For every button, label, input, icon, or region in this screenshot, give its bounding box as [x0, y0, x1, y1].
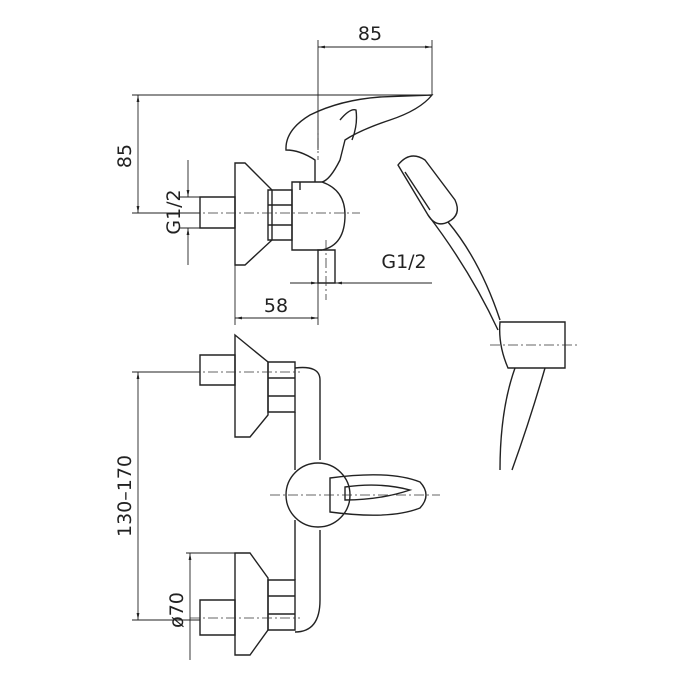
shower-head-face — [404, 171, 431, 211]
wall-flange-side — [234, 162, 273, 266]
dim-inlet-thread: G1/2 — [163, 189, 185, 234]
nut-top — [267, 361, 296, 413]
inlet-pipe-top — [199, 354, 236, 386]
body-front — [294, 366, 321, 633]
shower-hose — [499, 367, 546, 471]
dim-spout-reach: 85 — [358, 23, 382, 45]
hand-shower — [397, 155, 580, 471]
flange-top — [234, 333, 269, 438]
inlet-pipe-side — [199, 196, 236, 229]
lever-tip — [339, 109, 358, 141]
inlet-pipe-bottom — [199, 599, 236, 636]
lever-front — [329, 474, 427, 516]
side-view: 85 85 G1/2 G1/2 58 — [114, 23, 434, 325]
front-view: 130–170 ø70 — [114, 333, 440, 660]
outlet-pipe — [317, 249, 336, 284]
dim-spout-height: 85 — [114, 144, 136, 168]
lever-front-detail — [344, 484, 413, 501]
lever-handle-side — [285, 94, 434, 190]
body-side — [291, 181, 346, 251]
shower-head — [397, 155, 458, 225]
dim-inlet-spacing: 130–170 — [114, 455, 136, 537]
nut-bottom — [267, 579, 296, 631]
dim-outlet-thread: G1/2 — [381, 251, 426, 273]
flange-bottom — [234, 552, 269, 656]
dim-flange-diameter: ø70 — [166, 592, 188, 628]
shower-holder — [498, 321, 566, 369]
shower-handle — [427, 214, 501, 331]
dim-wall-to-outlet: 58 — [264, 295, 288, 317]
